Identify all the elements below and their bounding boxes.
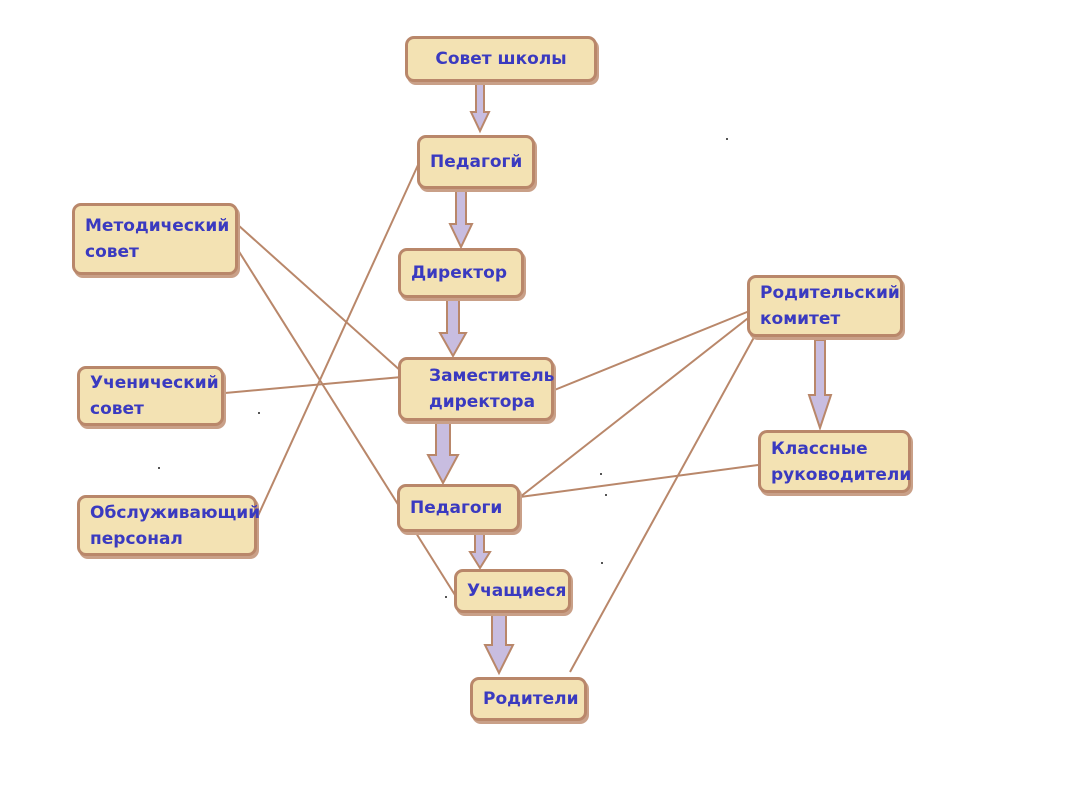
- line-metod-zam: [237, 224, 403, 373]
- arrow-uch-roditeli: [483, 614, 515, 676]
- arrow-direktor-zam: [438, 298, 468, 359]
- node-label: Директор: [411, 263, 507, 283]
- node-direktor: Директор: [398, 248, 524, 298]
- node-label: Методический совет: [85, 216, 230, 262]
- node-label: Заместитель директора: [429, 366, 555, 412]
- node-label: Педагогй: [430, 152, 523, 172]
- node-uchenicheskiy-sovet: Ученический совет: [77, 366, 224, 426]
- node-roditelskiy-komitet: Родительский комитет: [747, 275, 903, 337]
- speck: [726, 138, 728, 140]
- speck: [258, 412, 260, 414]
- arrow-pedagogi-uch: [468, 531, 492, 570]
- line-ped-rodkom: [519, 314, 753, 498]
- arrow-sovet-pedagogi: [469, 80, 491, 134]
- speck: [445, 596, 447, 598]
- node-obsluzhivayushchiy: Обслуживающий персонал: [77, 495, 261, 556]
- node-uchashchiesya: Учащиеся: [454, 569, 571, 613]
- node-label: Родительский комитет: [760, 283, 900, 329]
- speck: [158, 467, 160, 469]
- speck: [605, 494, 607, 496]
- node-label: Совет школы: [435, 49, 567, 69]
- line-uchsovet-zam: [224, 376, 403, 394]
- node-pedagogi: Педагоги: [397, 484, 520, 532]
- node-label: Педагоги: [410, 498, 503, 518]
- node-klassnye: Классные руководители: [758, 430, 911, 493]
- node-label: Родители: [483, 689, 579, 709]
- node-label: Учащиеся: [467, 581, 567, 601]
- line-obsl-ped: [256, 164, 419, 519]
- node-sovet-shkoly: Совет школы: [405, 36, 597, 82]
- line-rodkom-roditeli: [569, 329, 759, 673]
- arrow-pedagogi-direktor: [448, 189, 474, 250]
- line-ped-klass: [519, 464, 759, 498]
- connector-lines: [224, 164, 759, 673]
- node-label: Ученический совет: [90, 373, 219, 419]
- speck: [601, 562, 603, 564]
- line-metod-uch: [237, 249, 456, 596]
- node-label: Обслуживающий персонал: [90, 502, 261, 549]
- line-zam-rodkom: [551, 309, 753, 392]
- node-zamestitel: Заместитель директора: [398, 357, 554, 421]
- arrow-rodkom-klass: [807, 339, 833, 432]
- node-roditeli: Родители: [470, 677, 587, 721]
- speck: [600, 473, 602, 475]
- arrow-zam-pedagogi: [426, 420, 460, 486]
- node-metodicheskiy-sovet: Методический совет: [72, 203, 238, 275]
- node-label: Классные руководители: [771, 438, 912, 485]
- flow-arrows: [426, 80, 833, 676]
- node-pedagogi-top: Педагогй: [417, 135, 535, 189]
